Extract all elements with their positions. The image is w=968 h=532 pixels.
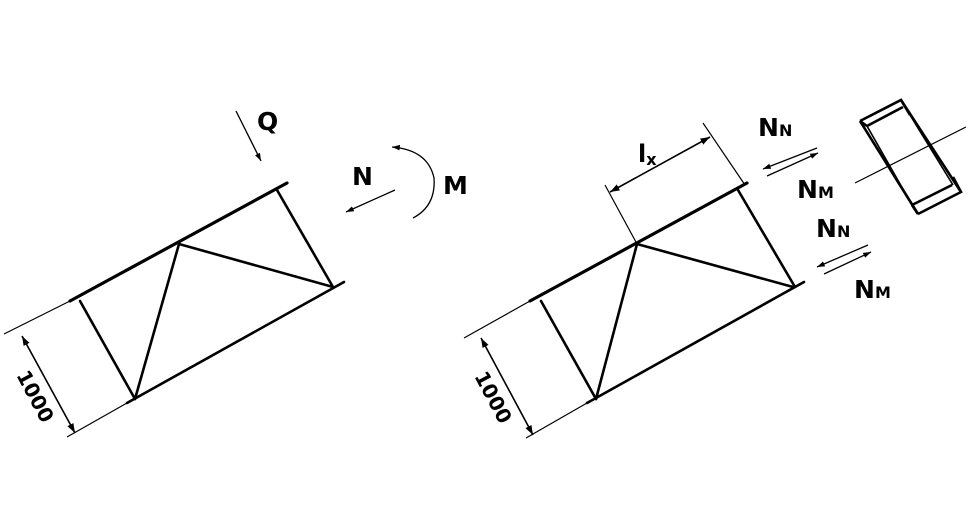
right-diagonal-2 xyxy=(635,242,795,289)
length-label-sub: x xyxy=(646,150,657,169)
left-diagonal-2 xyxy=(177,242,335,289)
nn-top-label: NN xyxy=(758,113,792,142)
cross-section xyxy=(854,98,967,216)
nm-top-label-main: N xyxy=(797,175,818,204)
right-bottom-chord xyxy=(585,280,806,405)
nm-bottom-arrow xyxy=(823,251,872,275)
section-inner-left xyxy=(866,125,913,206)
length-extension-right xyxy=(702,122,746,186)
left-top-chord xyxy=(68,181,289,303)
shear-force-label: Q xyxy=(257,107,278,136)
section-web-right xyxy=(899,99,963,193)
nn-bottom-label-sub: N xyxy=(837,222,850,241)
nm-top-label-sub: M xyxy=(818,183,834,202)
length-dimension xyxy=(604,122,746,245)
right-extension-line-top xyxy=(463,300,531,339)
left-dimension-line xyxy=(21,335,76,434)
left-diagonal-1 xyxy=(133,242,181,401)
nn-bottom-label-main: N xyxy=(816,214,837,243)
nn-bottom-label: NN xyxy=(816,214,850,243)
section-inner-right xyxy=(909,114,954,186)
length-dimension-line xyxy=(609,136,711,193)
length-extension-left xyxy=(604,184,638,245)
left-extension-line-bottom xyxy=(66,402,128,438)
length-label-main: l xyxy=(638,140,646,168)
moment-label: M xyxy=(443,171,468,200)
left-end-post-right xyxy=(275,188,335,289)
right-end-post-right xyxy=(736,188,797,289)
nn-top-label-main: N xyxy=(758,113,779,142)
left-extension-line-top xyxy=(3,300,71,335)
left-dimension-label: 1000 xyxy=(12,366,59,426)
nn-top-arrow xyxy=(762,147,818,170)
normal-force-arrow xyxy=(345,189,396,213)
nm-bottom-label: NM xyxy=(854,275,891,304)
nm-bottom-label-sub: M xyxy=(875,283,891,302)
nm-top-arrow xyxy=(766,152,819,177)
left-dimension xyxy=(3,300,128,438)
right-top-chord xyxy=(528,181,749,303)
right-dimension-label: 1000 xyxy=(470,367,517,427)
right-truss xyxy=(528,181,806,405)
right-dimension-line xyxy=(480,337,534,436)
right-extension-line-bottom xyxy=(525,402,588,439)
nn-top-label-sub: N xyxy=(779,121,792,140)
nm-top-label: NM xyxy=(797,175,834,204)
section-axis xyxy=(854,126,967,184)
nm-bottom-label-main: N xyxy=(854,275,875,304)
shear-force-arrow xyxy=(235,110,262,162)
nn-bottom-arrow xyxy=(816,244,869,268)
left-truss xyxy=(68,181,346,405)
normal-force-label: N xyxy=(352,162,373,191)
right-dimension xyxy=(463,300,588,439)
right-diagonal-1 xyxy=(594,242,639,401)
moment-arc-arrow xyxy=(391,144,435,219)
right-end-post-left xyxy=(539,299,598,401)
left-end-post-left xyxy=(78,299,137,401)
left-bottom-chord xyxy=(125,280,346,405)
length-label: lx xyxy=(638,140,657,169)
